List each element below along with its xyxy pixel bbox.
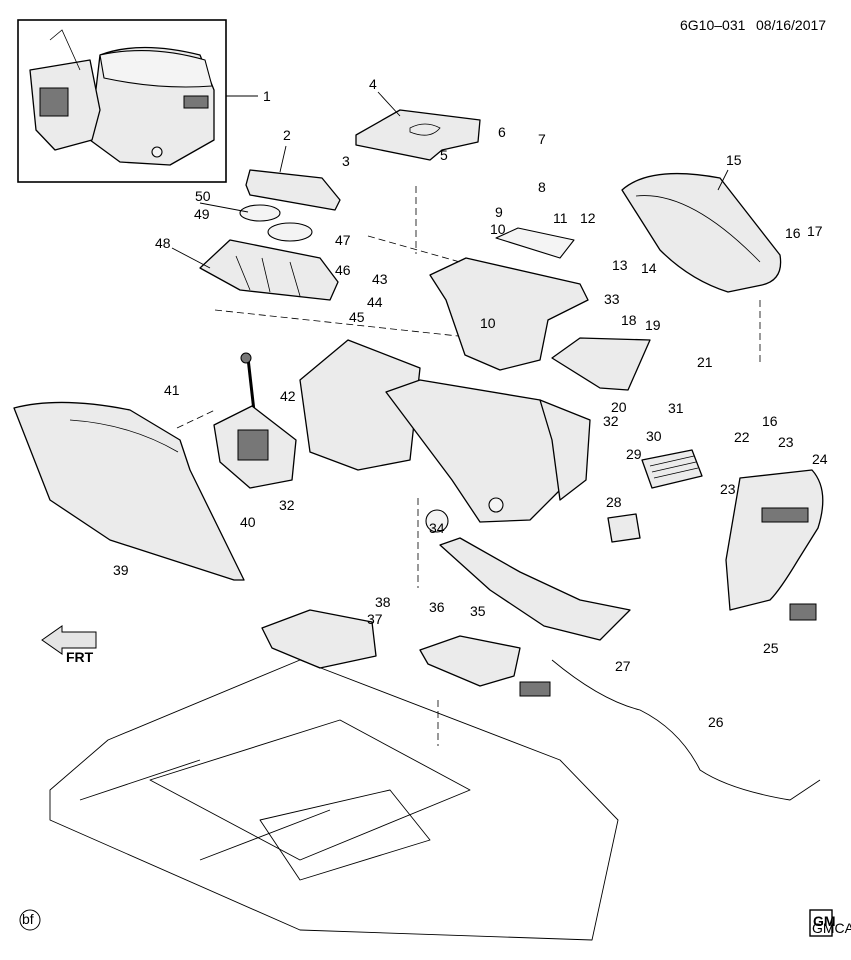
callout-6: 6 xyxy=(498,124,506,140)
callout-13: 13 xyxy=(612,257,628,273)
diagram-date: 08/16/2017 xyxy=(756,17,826,33)
callout-42: 42 xyxy=(280,388,296,404)
floor-pan xyxy=(49,659,619,941)
part-clip xyxy=(607,513,641,543)
part-wiring-harness xyxy=(551,659,821,801)
callout-16: 16 xyxy=(785,225,801,241)
callout-29: 29 xyxy=(626,446,642,462)
part-plug xyxy=(425,509,449,533)
callout-47: 47 xyxy=(335,232,351,248)
callout-44: 44 xyxy=(367,294,383,310)
gm-logo-text: GM xyxy=(813,913,836,929)
callout-22: 22 xyxy=(734,429,750,445)
part-console-body xyxy=(385,379,591,523)
leader-lines xyxy=(171,91,729,269)
part-side-panel xyxy=(13,401,245,581)
callout-34: 34 xyxy=(429,520,445,536)
callout-30: 30 xyxy=(646,428,662,444)
callout-11: 11 xyxy=(553,210,568,226)
gm-logo-subtext: GMCA xyxy=(812,920,851,936)
callout-21: 21 xyxy=(697,354,713,370)
callout-3: 3 xyxy=(342,153,350,169)
part-armrest-door xyxy=(355,109,481,161)
callout-41: 41 xyxy=(164,382,180,398)
callout-18: 18 xyxy=(621,312,637,328)
callout-31: 31 xyxy=(668,400,684,416)
part-storage-tray xyxy=(245,169,341,211)
alignment-lines xyxy=(176,186,761,746)
callout-39: 39 xyxy=(113,562,129,578)
callout-40: 40 xyxy=(240,514,256,530)
part-rear-bracket xyxy=(419,635,521,687)
callout-36: 36 xyxy=(429,599,445,615)
callout-16: 16 xyxy=(762,413,778,429)
callout-26: 26 xyxy=(708,714,724,730)
callout-20: 20 xyxy=(611,399,627,415)
callout-8: 8 xyxy=(538,179,546,195)
callout-43: 43 xyxy=(372,271,388,287)
callout-32: 32 xyxy=(603,413,619,429)
front-arrow-icon: FRT xyxy=(41,625,97,665)
part-pad xyxy=(551,337,651,391)
diagram-code: 6G10–031 xyxy=(680,17,746,33)
callout-19: 19 xyxy=(645,317,661,333)
callout-28: 28 xyxy=(606,494,622,510)
part-rear-panel xyxy=(725,469,824,611)
part-mat xyxy=(495,227,575,259)
callout-23: 23 xyxy=(778,434,794,450)
callout-49: 49 xyxy=(194,206,210,222)
part-armrest xyxy=(621,172,782,293)
bf-mark-label: bf xyxy=(22,911,34,927)
callout-9: 9 xyxy=(495,204,503,220)
callout-46: 46 xyxy=(335,262,351,278)
callout-32: 32 xyxy=(279,497,295,513)
callout-25: 25 xyxy=(763,640,779,656)
callout-15: 15 xyxy=(726,152,742,168)
callout-38: 38 xyxy=(375,594,391,610)
callout-5: 5 xyxy=(440,147,448,163)
part-vent xyxy=(641,449,703,489)
callout-24: 24 xyxy=(812,451,828,467)
assembled-console-inset xyxy=(17,19,227,183)
part-front-bracket xyxy=(261,609,377,669)
part-cupholder-insert xyxy=(239,204,313,242)
front-arrow-label: FRT xyxy=(66,649,94,665)
callout-12: 12 xyxy=(580,210,596,226)
callout-4: 4 xyxy=(369,76,377,92)
callout-23: 23 xyxy=(720,481,736,497)
callout-37: 37 xyxy=(367,611,383,627)
part-outlet xyxy=(789,603,817,621)
callout-50: 50 xyxy=(195,188,211,204)
part-console-bin xyxy=(429,257,589,371)
gm-logo: GM GMCA xyxy=(809,909,851,937)
part-cupholder-tray xyxy=(199,239,339,301)
callout-48: 48 xyxy=(155,235,171,251)
callout-17: 17 xyxy=(807,223,823,239)
bf-mark: bf xyxy=(19,909,41,931)
callout-33: 33 xyxy=(604,291,620,307)
part-shifter xyxy=(213,352,297,489)
callout-1: 1 xyxy=(263,88,271,104)
part-bracket xyxy=(299,339,421,471)
callout-7: 7 xyxy=(538,131,546,147)
callout-35: 35 xyxy=(470,603,486,619)
callout-2: 2 xyxy=(283,127,291,143)
callout-27: 27 xyxy=(615,658,631,674)
part-lower-trim xyxy=(439,537,631,641)
callout-10: 10 xyxy=(490,221,506,237)
callout-10: 10 xyxy=(480,315,496,331)
callout-45: 45 xyxy=(349,309,365,325)
callout-14: 14 xyxy=(641,260,657,276)
